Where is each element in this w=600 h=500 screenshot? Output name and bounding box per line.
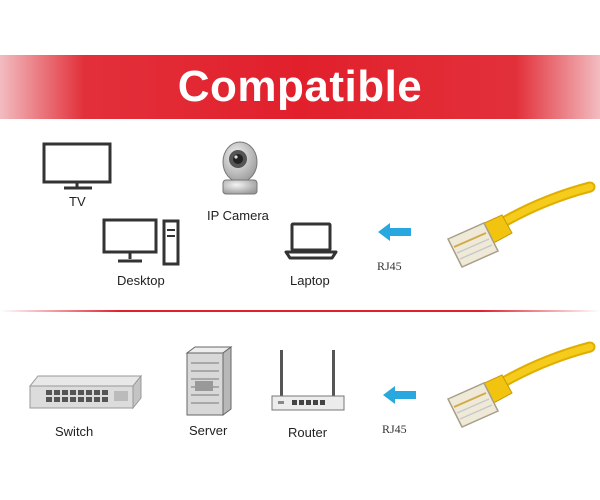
laptop-icon [284, 222, 338, 260]
device-label-router: Router [288, 425, 328, 440]
ip-camera-icon [222, 141, 258, 195]
device-label-tv: TV [69, 194, 86, 209]
device-label-switch: Switch [55, 424, 94, 439]
device-label-laptop: Laptop [290, 273, 330, 288]
connector-label-rj45: RJ45 [377, 259, 402, 273]
device-label-server: Server [189, 423, 228, 438]
ethernet-cable-icon [446, 341, 596, 428]
title-banner [0, 55, 600, 119]
arrow-left-icon [378, 223, 411, 241]
section-divider [0, 310, 600, 312]
desktop-computer-icon [102, 218, 180, 266]
wifi-router-icon [271, 350, 345, 411]
ethernet-cable-icon [446, 181, 596, 268]
server-rack-icon [185, 346, 233, 416]
banner-title: Compatible [177, 62, 423, 111]
device-label-desktop: Desktop [117, 273, 165, 288]
tv-icon [42, 142, 112, 190]
device-label-ip-camera: IP Camera [207, 208, 269, 223]
arrow-left-icon [383, 386, 416, 404]
connector-label-rj45: RJ45 [382, 422, 407, 436]
network-switch-icon [28, 374, 143, 410]
